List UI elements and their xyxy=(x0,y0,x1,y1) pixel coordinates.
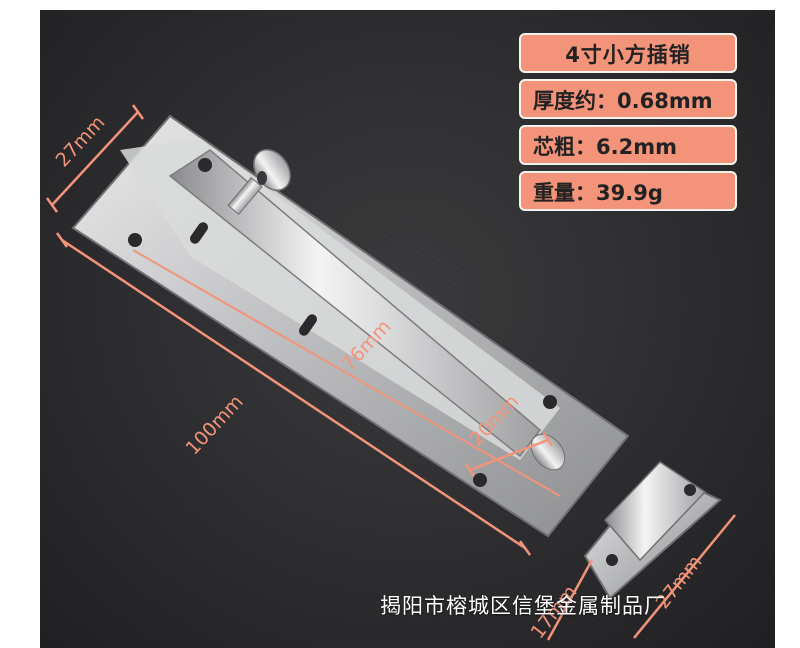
dimension-lines xyxy=(45,104,736,641)
dim-width-main: 27mm xyxy=(52,112,110,172)
spec-panel: 4寸小方插销 厚度约：0.68mm 芯粗：6.2mm 重量：39.9g xyxy=(519,33,737,217)
dim-length-total: 100mm xyxy=(182,391,248,460)
spec-core: 芯粗：6.2mm xyxy=(519,125,737,165)
barrel-bolt-main xyxy=(71,114,630,538)
company-name: 揭阳市榕城区信堡金属制品厂 xyxy=(380,594,666,618)
spec-weight: 重量：39.9g xyxy=(519,171,737,211)
bolt-knob xyxy=(227,149,291,215)
bolt-keeper xyxy=(583,461,722,600)
product-title: 4寸小方插销 xyxy=(519,33,737,73)
spec-thickness: 厚度约：0.68mm xyxy=(519,79,737,119)
